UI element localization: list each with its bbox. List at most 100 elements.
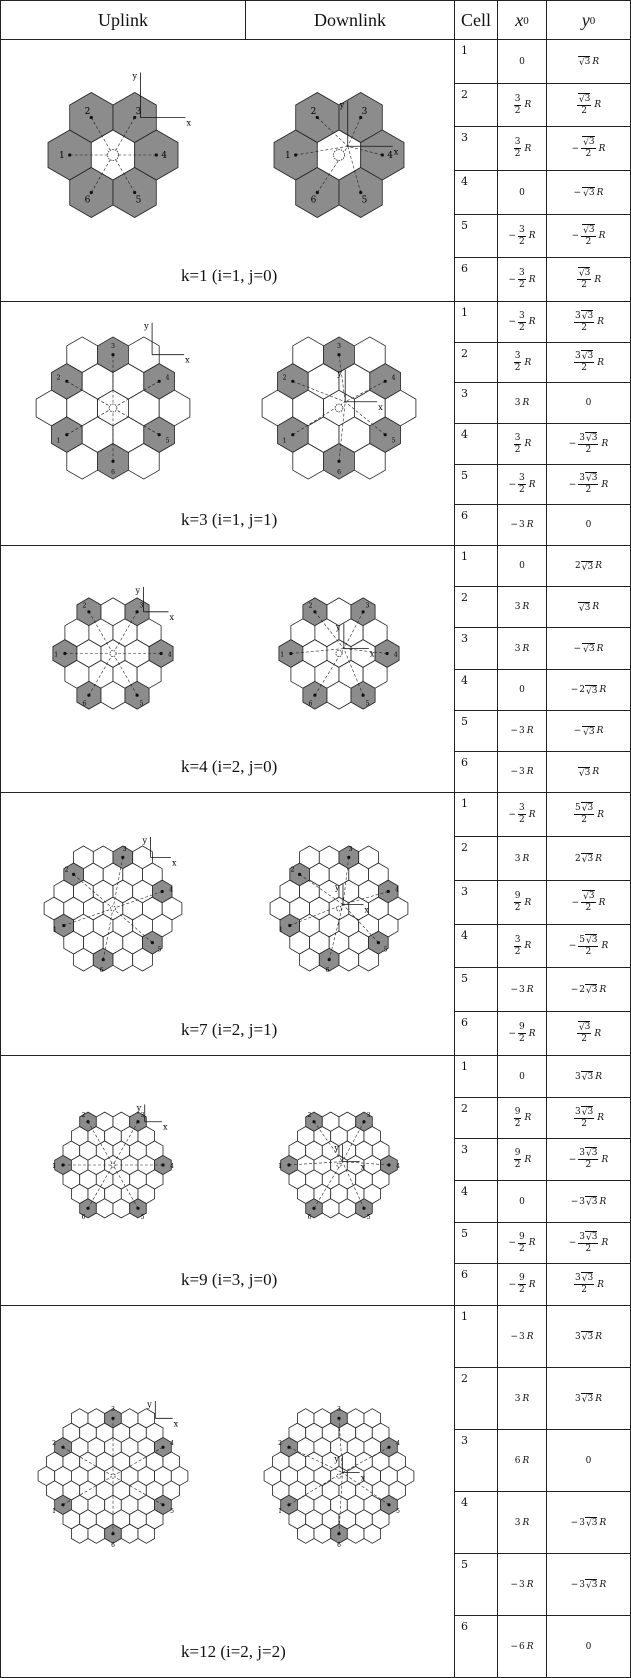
math-expression: 0 [585, 1641, 592, 1652]
cell-number-label: 3 [362, 107, 368, 117]
math-expression: 0 [519, 1071, 525, 1082]
cell-centre-dot [313, 610, 317, 614]
reuse-factor-label: k=7 (i=2, j=1) [181, 1020, 278, 1039]
y0-value: −33R [546, 1491, 631, 1554]
interference-path [87, 1121, 114, 1166]
cell-centre-dot [387, 1445, 391, 1449]
cell-centre-dot [121, 855, 125, 859]
cell-number: 5 [454, 967, 498, 1012]
y0-value: −32R [546, 126, 631, 171]
y0-value: 3R [546, 39, 631, 84]
math-expression: 3R [577, 766, 599, 778]
cell-centre-dot [111, 1416, 115, 1420]
y0-value: −33R [546, 1180, 631, 1223]
math-expression: −33R [571, 1579, 606, 1590]
hex-cell [384, 389, 417, 427]
cell-number: 5 [454, 1222, 498, 1264]
cell-centre-dot [87, 693, 91, 697]
interference-path [112, 407, 160, 435]
cell-centre-dot [150, 941, 154, 945]
cell-number-label: 4 [394, 652, 398, 659]
base-station-icon [336, 1162, 342, 1168]
cell-number: 2 [454, 1097, 498, 1139]
cell-number-label: 3 [141, 1112, 145, 1119]
interference-path [73, 874, 114, 909]
interference-path [88, 653, 114, 696]
interference-path [66, 381, 114, 409]
cell-number: 6 [454, 1615, 498, 1678]
cell-number-label: 4 [392, 375, 396, 382]
cell-number: 4 [454, 423, 498, 465]
math-expression: −3R [574, 187, 603, 198]
cell-number-label: 6 [309, 701, 313, 708]
cell-number-label: 2 [278, 1440, 282, 1447]
y0-value: 3R [546, 586, 631, 628]
cell-number-label: 5 [166, 437, 170, 444]
base-station-icon [107, 149, 119, 161]
cell-centre-dot [61, 1163, 65, 1167]
cell-centre-dot [312, 1206, 316, 1210]
interference-path [112, 381, 160, 409]
interference-path [342, 857, 350, 905]
reuse-factor-label: k=3 (i=1, j=1) [181, 510, 278, 529]
cell-number: 1 [454, 39, 498, 84]
cell-number: 3 [454, 126, 498, 171]
cell-number: 2 [454, 83, 498, 127]
cell-centre-dot [312, 1120, 316, 1124]
cell-number-label: 2 [311, 107, 317, 117]
cell-number-label: 4 [387, 151, 393, 161]
cell-number-label: 5 [170, 1508, 174, 1515]
cell-number: 3 [454, 627, 498, 670]
math-expression: 33R [575, 1331, 602, 1342]
cell-number: 2 [454, 342, 498, 383]
cell-number-label: 1 [280, 652, 284, 659]
cell-number: 4 [454, 669, 498, 711]
cell-number: 3 [454, 880, 498, 925]
base-station-icon [333, 149, 345, 161]
math-expression: 23R [575, 853, 602, 864]
x-axis-label: x [172, 858, 177, 867]
cell-centre-dot [111, 1532, 115, 1536]
reuse-factor-label: k=9 (i=3, j=0) [181, 1270, 278, 1289]
cell-centre-dot [315, 115, 319, 120]
cell-number-label: 2 [57, 375, 61, 382]
x-axis-label: x [394, 147, 399, 156]
cell-number-label: 5 [136, 195, 142, 205]
y0-value: 32R [546, 83, 631, 127]
cell-number: 6 [454, 751, 498, 793]
y0-value: 32R [546, 1011, 631, 1056]
hex-grid [43, 845, 183, 972]
interference-path [342, 1472, 390, 1506]
cell-centre-dot [65, 433, 69, 437]
cell-centre-dot [157, 433, 161, 437]
cell-centre-dot [387, 1163, 391, 1167]
base-station-icon [110, 1162, 116, 1168]
interference-path [345, 381, 386, 403]
uplink-header: Uplink [0, 0, 246, 41]
interference-path [345, 401, 386, 435]
cell-centre-dot [289, 651, 293, 656]
